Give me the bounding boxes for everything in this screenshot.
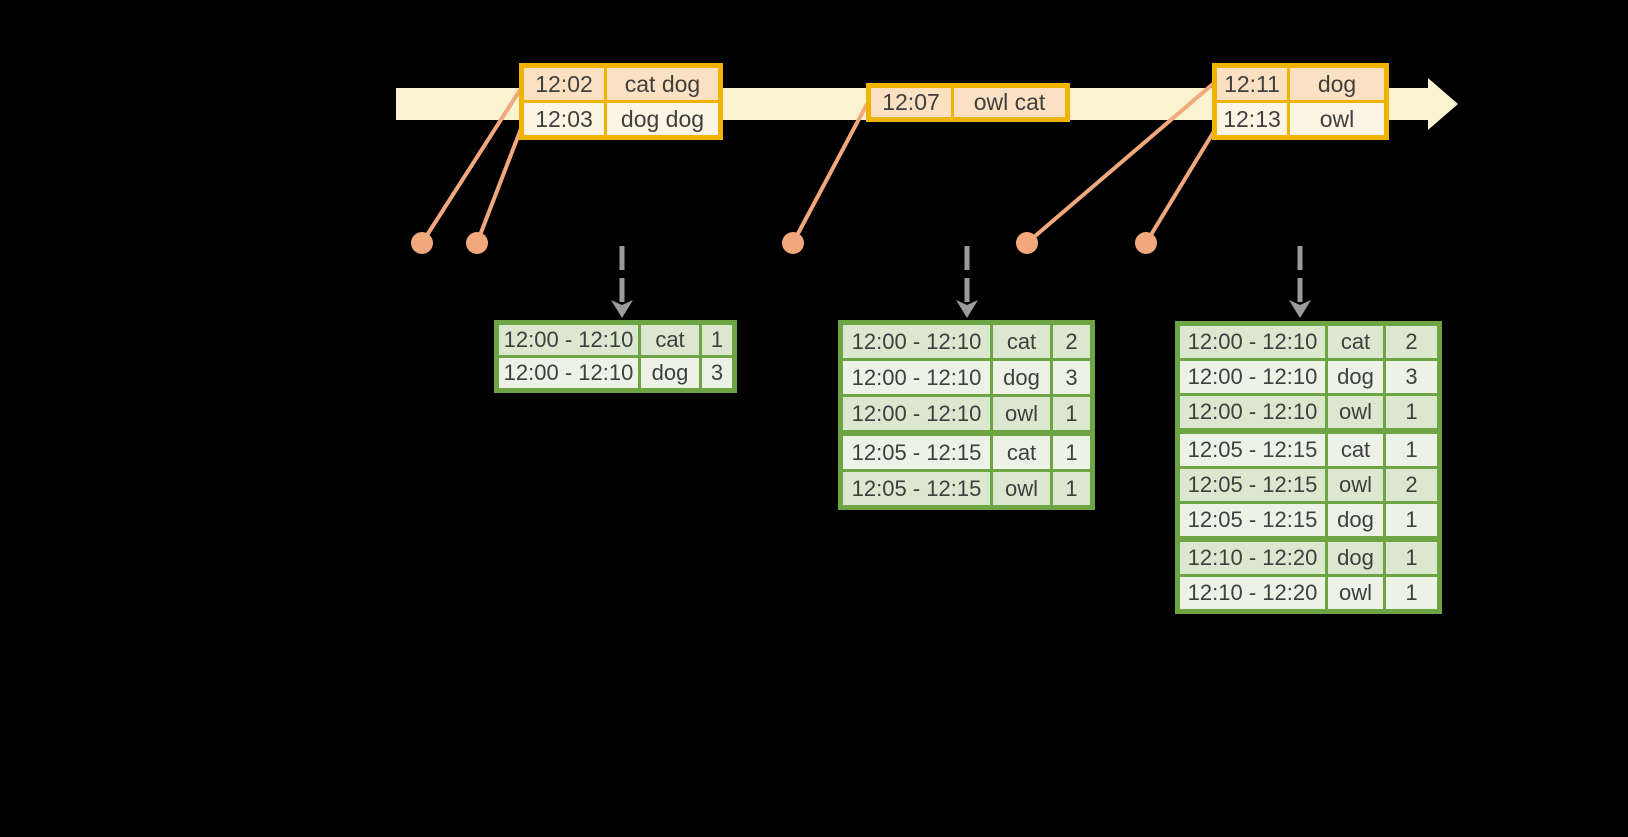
result-table-3: 12:00 - 12:10 cat 2 12:00 - 12:10 dog 3 … — [1175, 321, 1442, 614]
connector-line — [1025, 81, 1216, 245]
count-cell: 2 — [1386, 469, 1437, 501]
word-cell: owl — [1328, 577, 1383, 609]
count-cell: 1 — [1053, 436, 1090, 469]
result-row: 12:10 - 12:20 dog 1 — [1180, 542, 1437, 574]
window-cell: 12:05 - 12:15 — [843, 472, 990, 505]
window-cell: 12:05 - 12:15 — [1180, 469, 1325, 501]
window-cell: 12:00 - 12:10 — [1180, 326, 1325, 358]
count-cell: 3 — [1386, 361, 1437, 393]
result-row: 12:00 - 12:10 cat 2 — [843, 325, 1090, 358]
result-row: 12:05 - 12:15 cat 1 — [1180, 434, 1437, 466]
result-row: 12:05 - 12:15 cat 1 — [843, 436, 1090, 469]
window-cell: 12:00 - 12:10 — [499, 358, 638, 388]
count-cell: 3 — [1053, 361, 1090, 394]
word-cell: owl — [993, 397, 1050, 433]
result-table-1: 12:00 - 12:10 cat 1 12:00 - 12:10 dog 3 — [494, 320, 737, 393]
window-cell: 12:00 - 12:10 — [843, 361, 990, 394]
result-row: 12:05 - 12:15 owl 2 — [1180, 469, 1437, 501]
word-cell: owl — [993, 472, 1050, 505]
event-dot — [411, 232, 433, 254]
event-dot — [782, 232, 804, 254]
word-cell: owl — [1328, 396, 1383, 431]
result-row: 12:05 - 12:15 owl 1 — [843, 472, 1090, 505]
count-cell: 1 — [1053, 397, 1090, 433]
count-cell: 2 — [1386, 326, 1437, 358]
event-row: 12:02 cat dog — [524, 68, 718, 100]
window-cell: 12:00 - 12:10 — [1180, 396, 1325, 431]
event-row: 12:03 dog dog — [524, 103, 718, 135]
connector-line — [475, 125, 524, 244]
word-cell: dog — [993, 361, 1050, 394]
count-cell: 3 — [702, 358, 732, 388]
event-row: 12:07 owl cat — [871, 88, 1065, 117]
connector-line — [1144, 126, 1218, 245]
result-row: 12:10 - 12:20 owl 1 — [1180, 577, 1437, 609]
word-cell: cat — [993, 325, 1050, 358]
result-row: 12:00 - 12:10 dog 3 — [1180, 361, 1437, 393]
word-cell: cat — [1328, 326, 1383, 358]
event-time-cell: 12:11 — [1217, 68, 1287, 100]
word-cell: cat — [993, 436, 1050, 469]
event-time-cell: 12:07 — [871, 88, 951, 117]
count-cell: 1 — [1386, 396, 1437, 431]
window-cell: 12:00 - 12:10 — [843, 397, 990, 433]
window-cell: 12:10 - 12:20 — [1180, 577, 1325, 609]
result-row: 12:00 - 12:10 owl 1 — [1180, 396, 1437, 431]
count-cell: 1 — [1053, 472, 1090, 505]
event-time-cell: 12:13 — [1217, 103, 1287, 135]
event-words-cell: dog dog — [607, 103, 718, 135]
word-cell: dog — [1328, 504, 1383, 539]
count-cell: 1 — [1386, 542, 1437, 574]
word-cell: dog — [1328, 361, 1383, 393]
window-cell: 12:00 - 12:10 — [499, 325, 638, 355]
event-table-2: 12:07 owl cat — [866, 83, 1070, 122]
window-cell: 12:05 - 12:15 — [843, 436, 990, 469]
word-cell: cat — [641, 325, 699, 355]
count-cell: 1 — [1386, 434, 1437, 466]
trigger-arrowhead-icon — [956, 300, 978, 318]
event-row: 12:13 owl — [1217, 103, 1384, 135]
trigger-arrowhead-icon — [1289, 300, 1311, 318]
timeline-arrowhead-icon — [1428, 78, 1458, 130]
event-row: 12:11 dog — [1217, 68, 1384, 100]
connector-line — [791, 103, 869, 244]
window-cell: 12:00 - 12:10 — [843, 325, 990, 358]
window-cell: 12:05 - 12:15 — [1180, 434, 1325, 466]
result-row: 12:00 - 12:10 owl 1 — [843, 397, 1090, 433]
count-cell: 1 — [1386, 577, 1437, 609]
event-dot — [466, 232, 488, 254]
trigger-arrowhead-icon — [611, 300, 633, 318]
result-row: 12:00 - 12:10 cat 1 — [499, 325, 732, 355]
event-time-cell: 12:03 — [524, 103, 604, 135]
result-row: 12:05 - 12:15 dog 1 — [1180, 504, 1437, 539]
count-cell: 2 — [1053, 325, 1090, 358]
word-cell: owl — [1328, 469, 1383, 501]
event-time-cell: 12:02 — [524, 68, 604, 100]
event-words-cell: owl cat — [954, 88, 1065, 117]
result-row: 12:00 - 12:10 dog 3 — [499, 358, 732, 388]
event-words-cell: owl — [1290, 103, 1384, 135]
word-cell: cat — [1328, 434, 1383, 466]
window-cell: 12:00 - 12:10 — [1180, 361, 1325, 393]
count-cell: 1 — [702, 325, 732, 355]
event-words-cell: cat dog — [607, 68, 718, 100]
result-row: 12:00 - 12:10 dog 3 — [843, 361, 1090, 394]
event-dot — [1135, 232, 1157, 254]
event-table-1: 12:02 cat dog 12:03 dog dog — [519, 63, 723, 140]
event-words-cell: dog — [1290, 68, 1384, 100]
word-cell: dog — [641, 358, 699, 388]
count-cell: 1 — [1386, 504, 1437, 539]
window-cell: 12:10 - 12:20 — [1180, 542, 1325, 574]
event-dot — [1016, 232, 1038, 254]
word-cell: dog — [1328, 542, 1383, 574]
result-row: 12:00 - 12:10 cat 2 — [1180, 326, 1437, 358]
window-cell: 12:05 - 12:15 — [1180, 504, 1325, 539]
connector-line — [420, 88, 522, 245]
event-table-3: 12:11 dog 12:13 owl — [1212, 63, 1389, 140]
result-table-2: 12:00 - 12:10 cat 2 12:00 - 12:10 dog 3 … — [838, 320, 1095, 510]
